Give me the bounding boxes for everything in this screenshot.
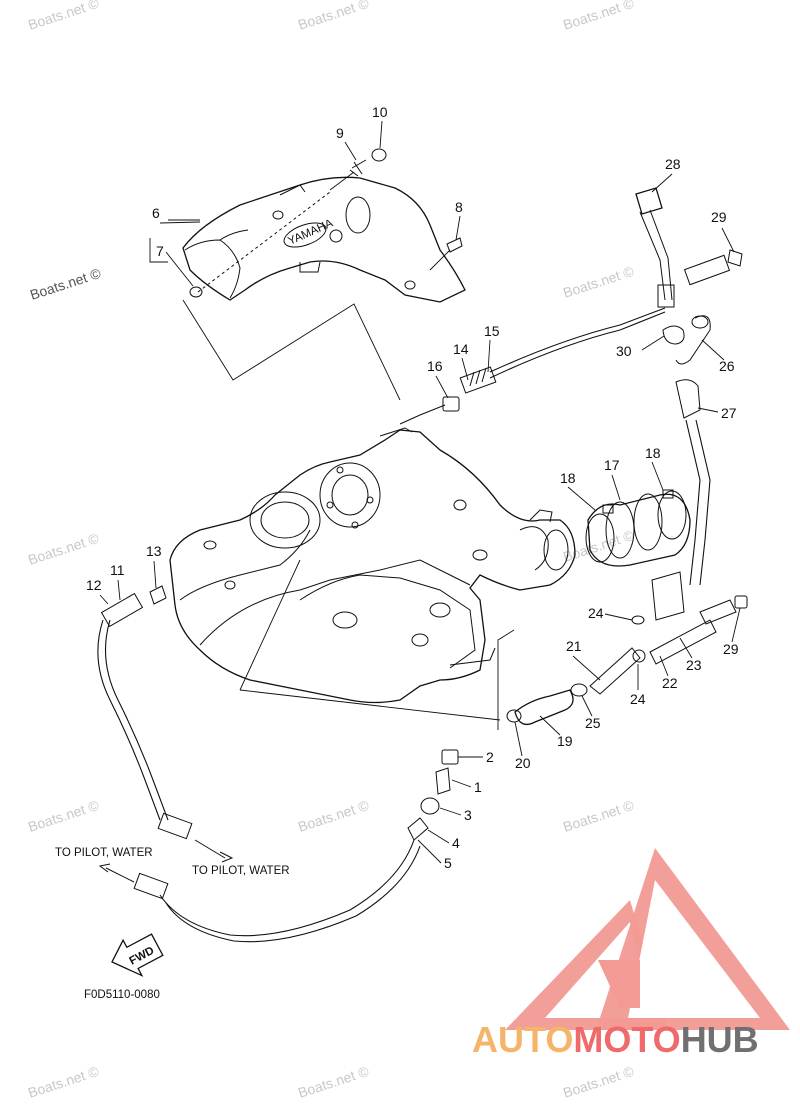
watermark-text: Boats.net © <box>561 1063 636 1101</box>
lower-right-fittings <box>497 571 748 730</box>
brand-auto: AUTOMOTOHUB <box>472 1019 759 1060</box>
callout-number: 27 <box>721 405 737 421</box>
callout-number: 30 <box>616 343 632 359</box>
fwd-label: FWD <box>128 945 157 968</box>
callout-number: 10 <box>372 104 388 120</box>
pilot-water-hoses <box>97 559 501 943</box>
watermark-text: Boats.net © <box>561 527 636 565</box>
pilot-water-label-left: TO PILOT, WATER <box>55 847 153 859</box>
cap-part <box>371 148 387 162</box>
callout-number: 20 <box>515 755 531 771</box>
watermark-text: Boats.net © <box>26 1063 101 1101</box>
watermark-text: Boats.net © <box>296 797 371 835</box>
upper-hose <box>399 307 666 425</box>
callout-number: 15 <box>484 323 500 339</box>
bolt-part <box>446 237 463 253</box>
callout-number: 21 <box>566 638 582 654</box>
callout-number: 1 <box>474 779 482 795</box>
watermark-text: Boats.net © <box>26 797 101 835</box>
watermark-text: Boats.net © <box>26 0 101 33</box>
callout-number: 8 <box>455 199 463 215</box>
callout-number: 18 <box>560 470 576 486</box>
watermark-text: Boats.net © <box>296 0 371 33</box>
callout-number: 18 <box>645 445 661 461</box>
callout-number: 19 <box>557 733 573 749</box>
watermark-text: Boats.net © <box>561 0 636 33</box>
callout-number: 3 <box>464 807 472 823</box>
callout-number: 7 <box>156 243 164 259</box>
watermark-text: Boats.net © <box>26 530 101 568</box>
diagram-code: F0D5110-0080 <box>84 989 160 1001</box>
watermark-text: Boats.net © <box>296 1063 371 1101</box>
callout-number: 4 <box>452 835 460 851</box>
grommet-part <box>189 286 203 298</box>
callouts: 1 2 3 4 5 6 7 8 9 10 11 12 13 14 15 16 1… <box>86 104 739 871</box>
callout-number: 9 <box>336 125 344 141</box>
callout-number: 11 <box>110 562 125 578</box>
callout-number: 24 <box>588 605 604 621</box>
callout-number: 23 <box>686 657 702 673</box>
callout-number: 29 <box>723 641 739 657</box>
watermark-text: Boats.net © <box>28 265 103 303</box>
screw-part <box>349 159 367 177</box>
callout-number: 13 <box>146 543 162 559</box>
hose-joint <box>585 489 691 567</box>
watermarks: Boats.net © Boats.net © Boats.net © Boat… <box>26 0 636 1101</box>
pilot-water-label-right: TO PILOT, WATER <box>192 865 290 877</box>
callout-number: 12 <box>86 577 102 593</box>
callout-number: 25 <box>585 715 601 731</box>
callout-number: 16 <box>427 358 443 374</box>
callout-number: 5 <box>444 855 452 871</box>
callout-number: 24 <box>630 691 646 707</box>
callout-number: 28 <box>665 156 681 172</box>
callout-number: 26 <box>719 358 735 374</box>
callout-leaders <box>99 120 741 864</box>
fwd-arrow: FWD <box>111 933 164 977</box>
muffler-assembly <box>169 427 576 704</box>
callout-number: 2 <box>486 749 494 765</box>
callout-number: 29 <box>711 209 727 225</box>
callout-number: 22 <box>662 675 678 691</box>
watermark-text: Boats.net © <box>561 797 636 835</box>
group-brackets <box>149 219 401 401</box>
exhaust-cover: YAMAHA <box>182 148 466 303</box>
watermark-text: Boats.net © <box>561 263 636 301</box>
right-fittings <box>635 187 743 586</box>
callout-number: 14 <box>453 341 469 357</box>
callout-number: 6 <box>152 205 160 221</box>
automotohub-logo: AUTOMOTOHUB <box>472 848 790 1060</box>
callout-number: 17 <box>604 457 620 473</box>
